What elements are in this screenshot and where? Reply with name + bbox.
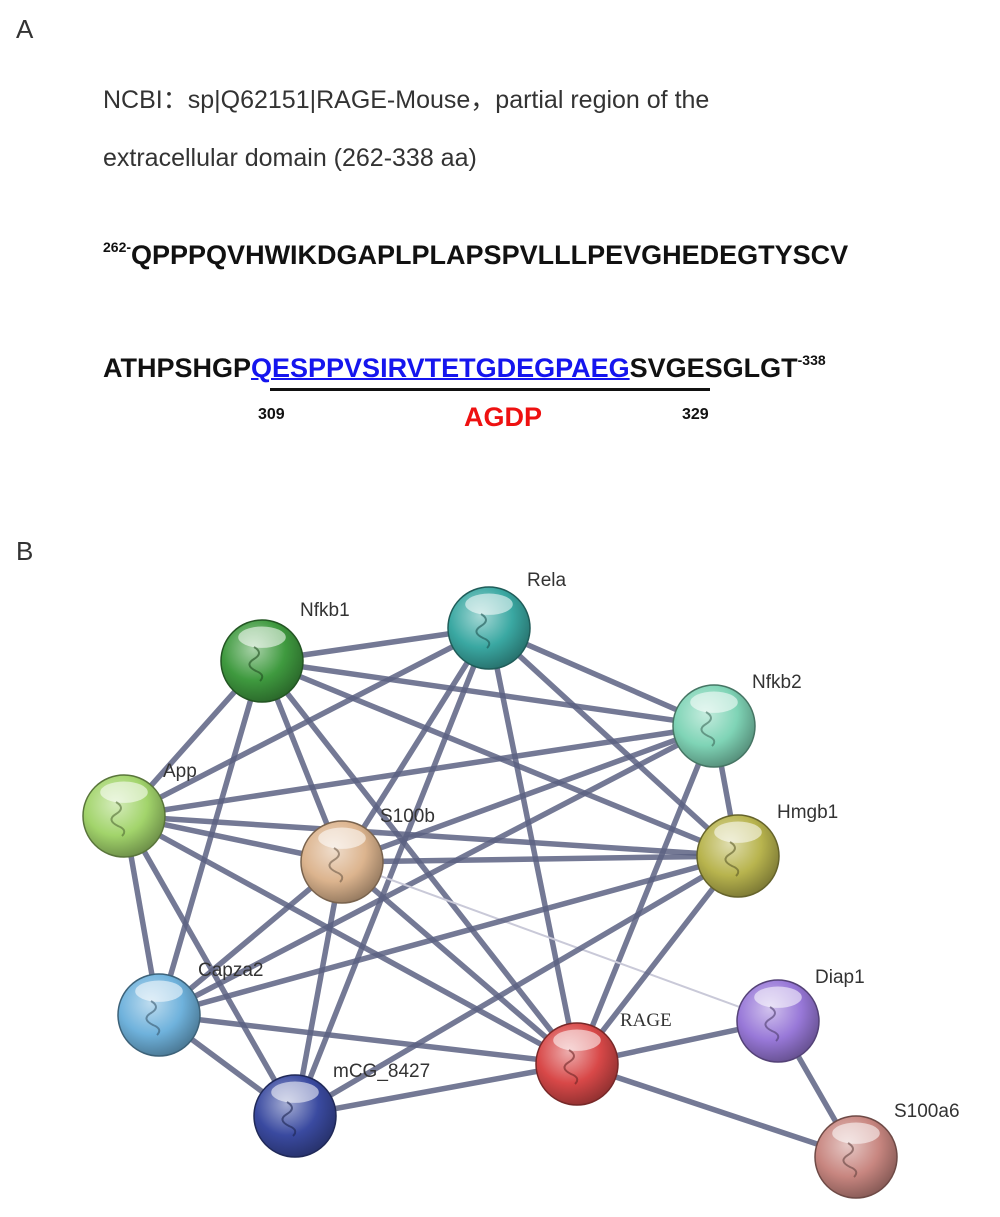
- node-label-nfkb1: Nfkb1: [300, 600, 350, 621]
- edge-app-hmgb1: [123, 813, 739, 859]
- sequence-description-line1: NCBI：sp|Q62151|RAGE-Mouse，partial region…: [103, 86, 710, 114]
- node-structure-nfkb2: [700, 711, 716, 747]
- edge-app-mcg_8427: [121, 814, 298, 1118]
- panel-b-label: B: [16, 536, 34, 566]
- node-highlight-s100a6: [832, 1122, 880, 1144]
- edge-nfkb1-capza2: [156, 660, 265, 1016]
- highlight-end-position: 329: [682, 406, 709, 423]
- node-structure-rela: [475, 613, 491, 649]
- node-structure-hmgb1: [724, 841, 740, 877]
- edge-s100b-mcg_8427: [292, 861, 345, 1117]
- node-highlight-capza2: [135, 980, 183, 1002]
- edge-app-rage: [122, 813, 579, 1067]
- edge-nfkb2-s100b: [341, 723, 715, 865]
- node-structure-s100a6: [842, 1142, 858, 1178]
- node-structure-diap1: [764, 1006, 780, 1042]
- edge-s100b-rage: [340, 859, 579, 1067]
- sequence-line-2: ATHPSHGPQESPPVSIRVTETGDEGPAEGSVGESGLGT-3…: [103, 352, 826, 384]
- edge-mcg_8427-rage: [294, 1061, 578, 1119]
- sequence-prefix: ATHPSHGP: [103, 353, 252, 383]
- sequence-line-1: 262-QPPPQVHWIKDGAPLPLAPSPVLLLPEVGHEDEGTY…: [103, 239, 849, 271]
- node-highlight-mcg_8427: [271, 1081, 319, 1103]
- edge-hmgb1-capza2: [158, 853, 739, 1018]
- sequence-suffix: SVGESGLGT: [629, 353, 798, 383]
- highlight-start-position: 309: [258, 406, 285, 423]
- node-label-s100a6: S100a6: [894, 1101, 960, 1122]
- edge-capza2-rage: [158, 1012, 578, 1067]
- sequence-start-number: 262-: [103, 239, 132, 255]
- highlighted-peptide-sequence: QESPPVSIRVTETGDEGPAEG: [251, 353, 630, 383]
- node-nfkb1: [220, 619, 304, 703]
- node-label-nfkb2: Nfkb2: [752, 672, 802, 693]
- edge-nfkb2-capza2: [157, 723, 716, 1018]
- node-highlight-rela: [465, 593, 513, 615]
- edge-rela-s100b: [339, 626, 492, 864]
- edge-nfkb2-app: [123, 723, 715, 819]
- edge-nfkb2-rage: [574, 724, 717, 1066]
- node-rage: [535, 1022, 619, 1106]
- node-highlight-nfkb1: [238, 626, 286, 648]
- node-highlight-rage: [553, 1029, 601, 1051]
- node-structure-nfkb1: [248, 646, 264, 682]
- node-label-app: App: [163, 761, 197, 782]
- node-highlight-nfkb2: [690, 691, 738, 713]
- peptide-underline: [270, 388, 710, 391]
- peptide-name-label: AGDP: [464, 402, 543, 432]
- node-label-mcg_8427: mCG_8427: [333, 1061, 430, 1082]
- sequence-end-number: -338: [797, 352, 826, 368]
- node-structure-mcg_8427: [281, 1101, 297, 1137]
- edge-s100b-diap1: [341, 861, 779, 1022]
- node-structure-capza2: [145, 1000, 161, 1036]
- edge-rage-s100a6: [576, 1061, 857, 1160]
- node-highlight-app: [100, 781, 148, 803]
- node-rela: [447, 586, 531, 670]
- panel-a-label: A: [16, 14, 34, 44]
- node-diap1: [736, 979, 820, 1063]
- node-highlight-diap1: [754, 986, 802, 1008]
- node-app: [82, 774, 166, 858]
- edge-s100b-hmgb1: [341, 853, 739, 865]
- node-label-rage: RAGE: [620, 1010, 672, 1031]
- node-label-s100b: S100b: [380, 806, 435, 827]
- node-nfkb2: [672, 684, 756, 768]
- node-capza2: [117, 973, 201, 1057]
- node-label-capza2: Capza2: [198, 960, 264, 981]
- edge-rela-rage: [486, 627, 580, 1065]
- edge-nfkb1-nfkb2: [261, 658, 715, 729]
- edge-rela-app: [122, 625, 491, 819]
- node-structure-rage: [563, 1049, 579, 1085]
- edge-hmgb1-rage: [574, 854, 741, 1066]
- node-mcg_8427: [253, 1074, 337, 1158]
- edge-hmgb1-mcg_8427: [293, 853, 740, 1119]
- node-label-diap1: Diap1: [815, 967, 865, 988]
- node-hmgb1: [696, 814, 780, 898]
- sequence-residues-line1: QPPPQVHWIKDGAPLPLAPSPVLLLPEVGHEDEGTYSCV: [131, 240, 849, 270]
- node-structure-app: [110, 801, 126, 837]
- node-structure-s100b: [328, 847, 344, 883]
- node-s100b: [300, 820, 384, 904]
- node-s100a6: [814, 1115, 898, 1199]
- node-label-rela: Rela: [527, 570, 567, 591]
- node-highlight-s100b: [318, 827, 366, 849]
- sequence-description-line2: extracellular domain (262-338 aa): [103, 144, 477, 172]
- node-highlight-hmgb1: [714, 821, 762, 843]
- node-label-hmgb1: Hmgb1: [777, 802, 838, 823]
